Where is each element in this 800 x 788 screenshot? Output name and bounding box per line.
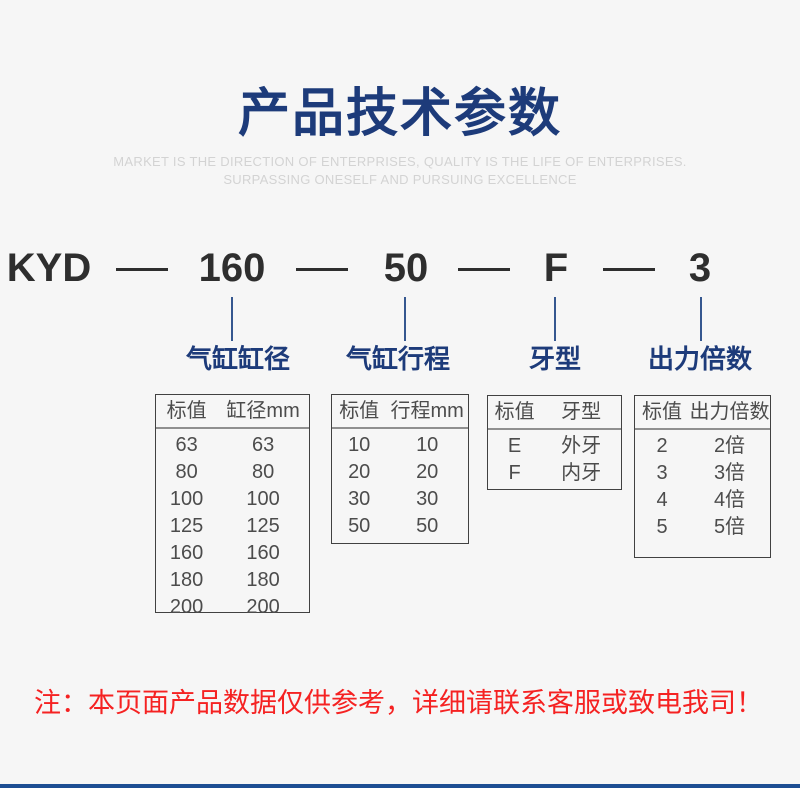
table-body: 63 63 80 80 100 100 125 125 160 160 180 180 200 200: [156, 429, 309, 621]
table-row: E 外牙: [488, 433, 621, 460]
segment-label-thread: 牙型: [528, 344, 582, 374]
table-cell: F: [508, 462, 521, 484]
table-header: 标值 出力倍数: [635, 396, 770, 430]
model-segment-multiplier: 3: [688, 246, 712, 290]
table-row: 50 50: [332, 513, 468, 540]
table-cell: 2倍: [713, 435, 746, 457]
table-row: 100 100: [156, 486, 309, 513]
table-cell: 180: [169, 569, 204, 591]
table-row: 5 5倍: [635, 514, 770, 541]
table-cell: 4倍: [713, 489, 746, 511]
model-segment-thread: F: [543, 246, 569, 290]
disclaimer-note: 注：本页面产品数据仅供参考，详细请联系客服或致电我司！: [34, 688, 763, 718]
table-cell: 125: [246, 515, 280, 537]
table-row: 125 125: [156, 513, 309, 540]
subtitle-line1: MARKET IS THE DIRECTION OF ENTERPRISES, …: [113, 154, 687, 169]
output-multiplier-table: 标值 出力倍数 2 2倍 3 3倍 4 4倍 5 5倍: [634, 395, 771, 558]
table-cell: 30: [348, 488, 371, 510]
bottom-accent-bar: [0, 784, 800, 788]
table-header-cell: 牙型: [561, 401, 602, 423]
table-cell: 100: [246, 488, 280, 510]
segment-label-multiplier: 出力倍数: [647, 344, 753, 374]
table-header-cell: 标值: [166, 400, 207, 422]
table-cell: 4: [656, 489, 668, 511]
table-cell: 50: [348, 515, 371, 537]
table-cell: 63: [175, 434, 198, 456]
table-cell: 180: [246, 569, 280, 591]
model-dash-line: [296, 268, 348, 271]
table-cell: 63: [251, 434, 275, 456]
table-cell: 200: [169, 596, 204, 618]
connector-line: [700, 297, 702, 341]
table-cell: 160: [169, 542, 204, 564]
table-cell: 20: [416, 461, 439, 483]
model-segment-bore: 160: [198, 246, 266, 290]
table-cell: 3: [656, 462, 668, 484]
page-title: 产品技术参数: [237, 85, 562, 143]
model-dash-line: [603, 268, 655, 271]
table-cell: 80: [175, 461, 198, 483]
table-header: 标值 牙型: [488, 396, 621, 430]
table-header-cell: 缸径mm: [226, 400, 300, 422]
table-cell: 5: [656, 516, 668, 538]
table-body: 2 2倍 3 3倍 4 4倍 5 5倍: [635, 430, 770, 541]
model-dash-line: [116, 268, 168, 271]
table-row: 63 63: [156, 432, 309, 459]
table-row: 4 4倍: [635, 487, 770, 514]
table-header-cell: 标值: [494, 401, 535, 423]
table-cell: 20: [348, 461, 371, 483]
table-cell: 3倍: [713, 462, 746, 484]
table-cell: 外牙: [561, 435, 602, 457]
table-cell: 10: [348, 434, 371, 456]
thread-type-table: 标值 牙型 E 外牙 F 内牙: [487, 395, 622, 490]
table-header-cell: 标值: [339, 400, 380, 422]
table-cell: 30: [416, 488, 439, 510]
table-row: 30 30: [332, 486, 468, 513]
table-row: 3 3倍: [635, 460, 770, 487]
table-header: 标值 缸径mm: [156, 395, 309, 429]
table-row: F 内牙: [488, 460, 621, 487]
model-dash-line: [458, 268, 510, 271]
table-row: 10 10: [332, 432, 468, 459]
table-cell: E: [507, 435, 522, 457]
table-row: 80 80: [156, 459, 309, 486]
table-header-cell: 标值: [642, 401, 682, 423]
table-cell: 5倍: [713, 516, 746, 538]
subtitle: MARKET IS THE DIRECTION OF ENTERPRISES, …: [0, 153, 800, 189]
table-row: 180 180: [156, 567, 309, 594]
segment-label-stroke: 气缸行程: [345, 344, 451, 374]
model-segment-stroke: 50: [383, 246, 429, 290]
table-row: 200 200: [156, 594, 309, 621]
table-cell: 内牙: [561, 462, 602, 484]
table-cell: 200: [246, 596, 280, 618]
segment-label-bore: 气缸缸径: [185, 344, 291, 374]
table-row: 2 2倍: [635, 433, 770, 460]
connector-line: [554, 297, 556, 341]
table-cell: 125: [169, 515, 204, 537]
table-cell: 2: [656, 435, 668, 457]
table-cell: 100: [169, 488, 204, 510]
subtitle-line2: SURPASSING ONESELF AND PURSUING EXCELLEN…: [223, 172, 577, 187]
table-cell: 10: [416, 434, 439, 456]
table-row: 160 160: [156, 540, 309, 567]
table-cell: 160: [246, 542, 280, 564]
table-body: E 外牙 F 内牙: [488, 430, 621, 487]
table-header-cell: 出力倍数: [689, 401, 770, 423]
model-prefix: KYD: [6, 246, 92, 290]
table-header-cell: 行程mm: [390, 400, 464, 422]
table-cell: 50: [416, 515, 439, 537]
connector-line: [231, 297, 233, 341]
table-cell: 80: [251, 461, 275, 483]
table-header: 标值 行程mm: [332, 395, 468, 429]
connector-line: [404, 297, 406, 341]
